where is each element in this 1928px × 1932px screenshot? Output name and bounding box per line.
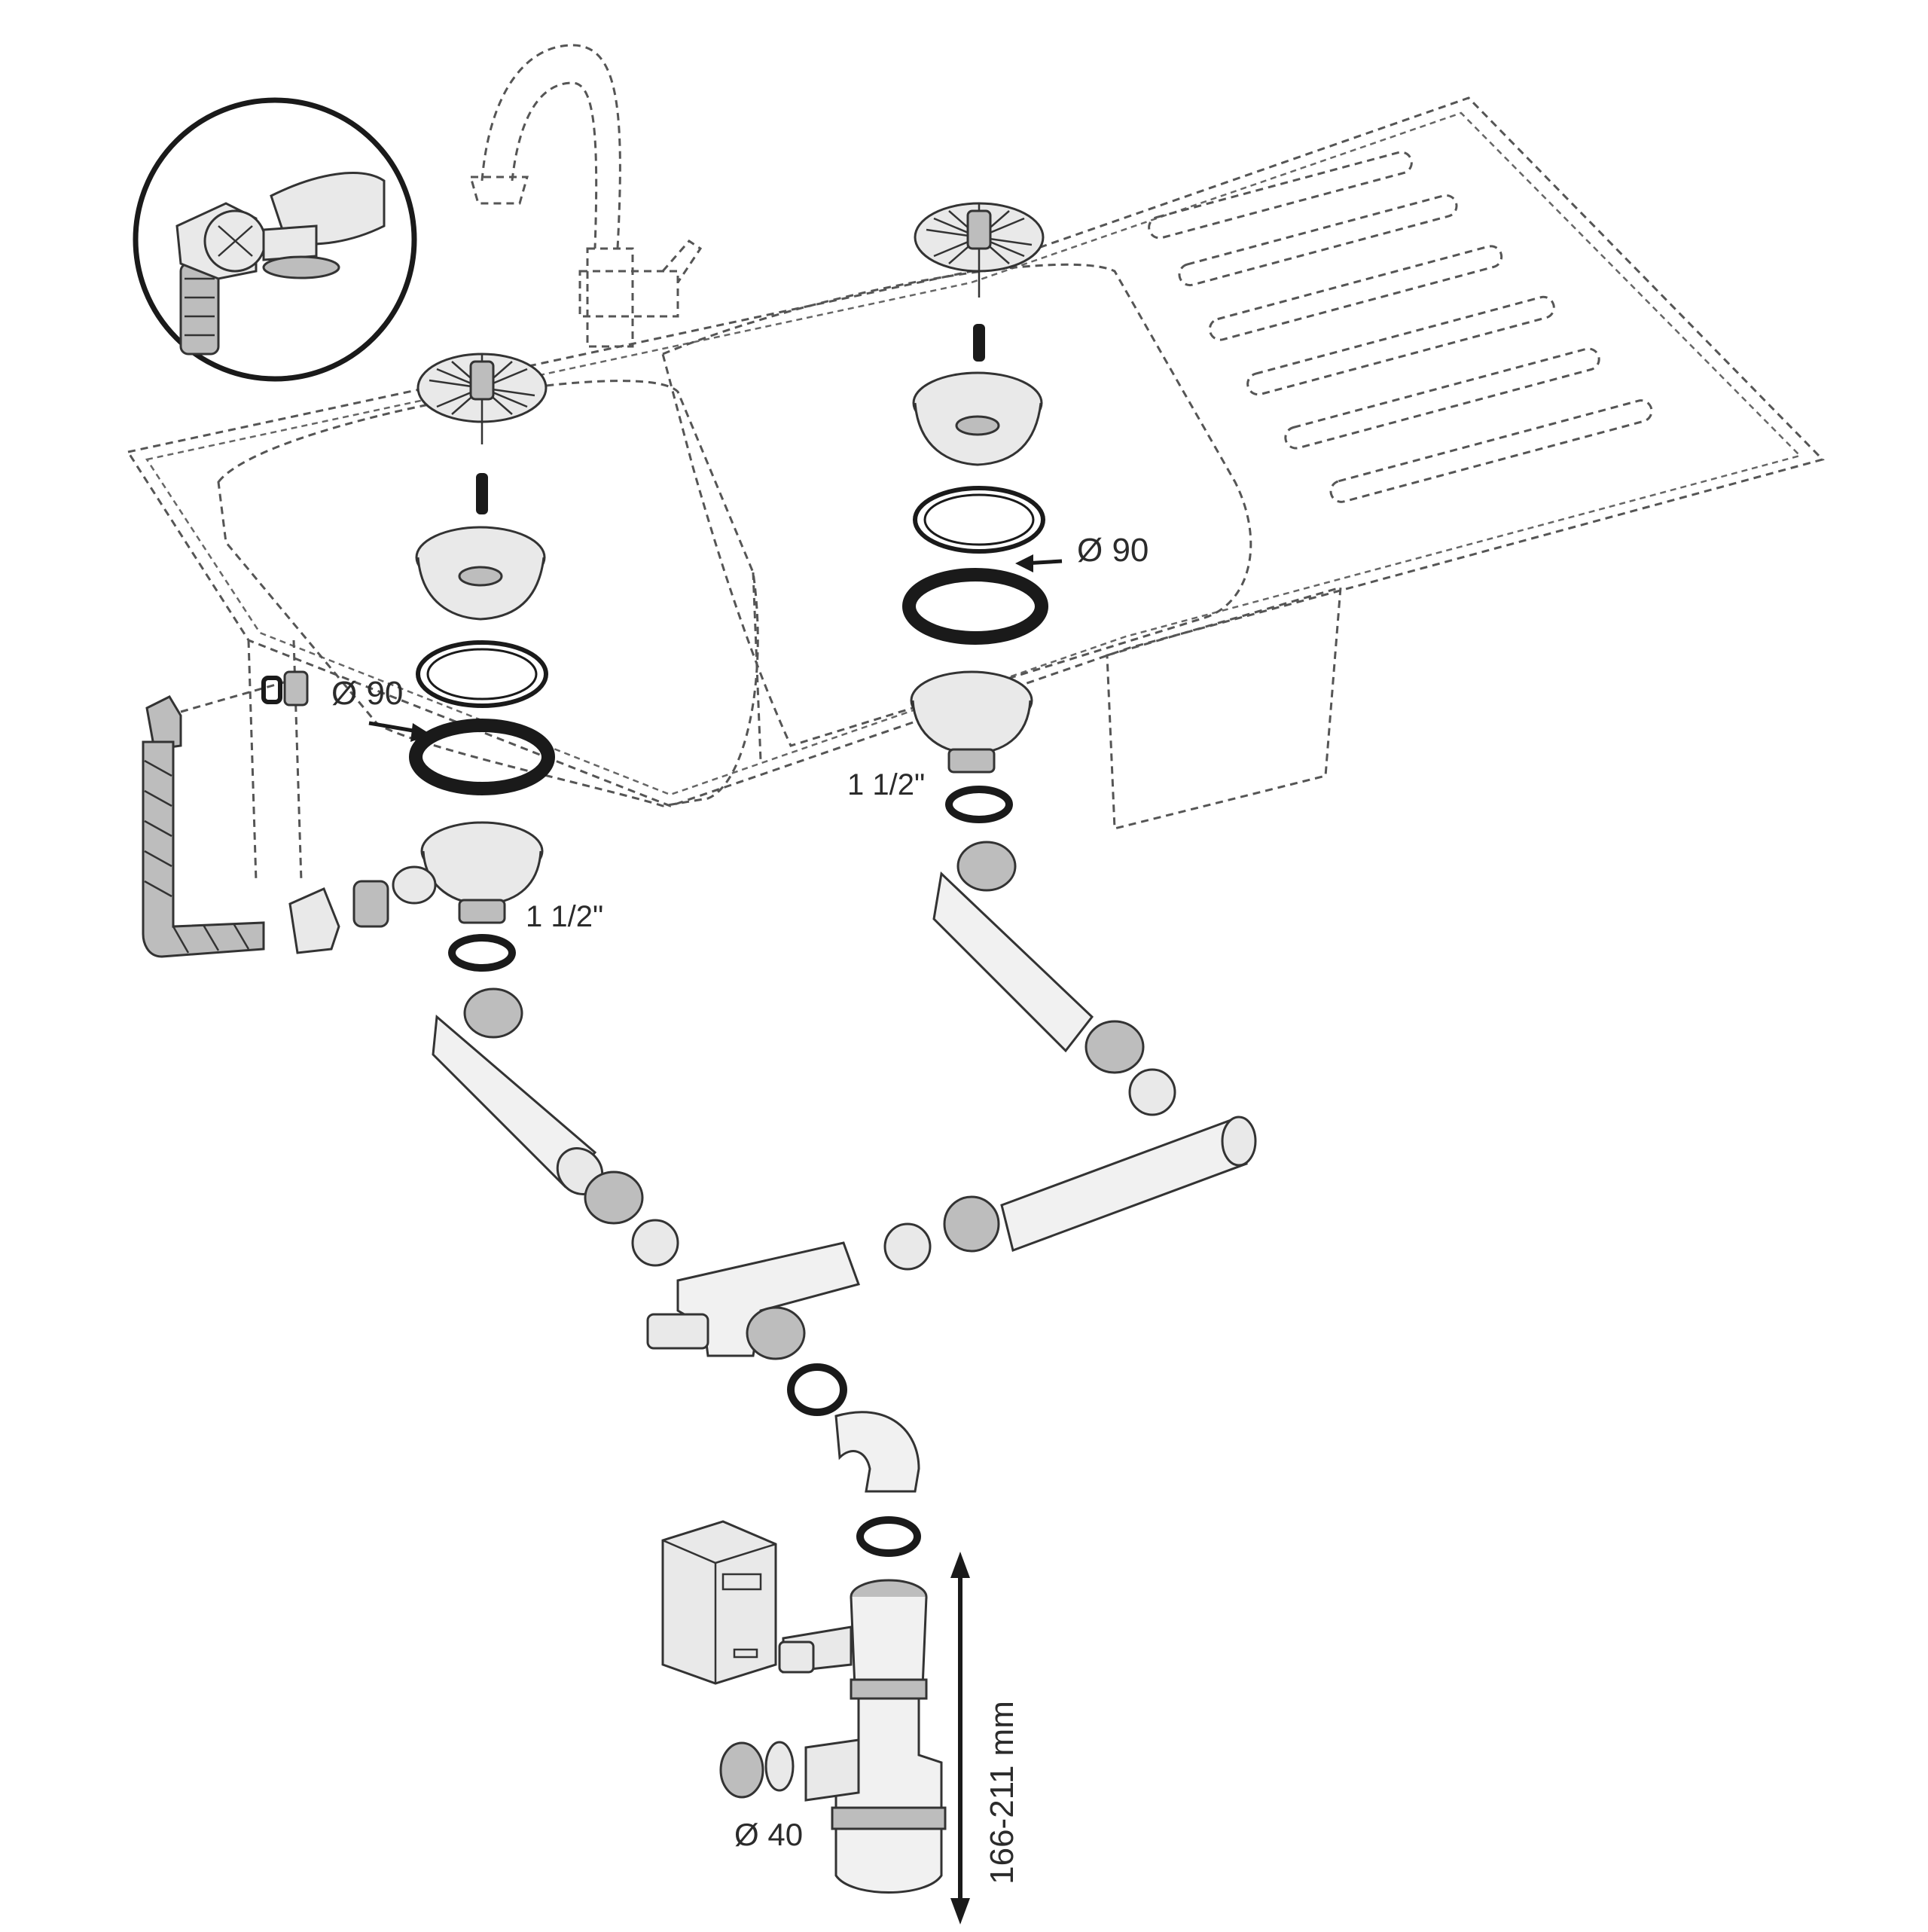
strainer-basket-icon [415,353,548,621]
faucet-icon [469,44,703,348]
dishwasher-icon [661,1520,777,1685]
sealing-ring-icon [409,640,555,795]
drainboard-outline [1148,151,1653,503]
label-thread-left: 1 1/2" [526,900,603,933]
waste-pipe-icon [432,841,1257,1557]
label-height-range: 166-211 mm [984,1701,1020,1885]
bottle-trap-icon [719,1579,947,1894]
overflow-hose-icon [142,670,437,958]
strainer-basket-icon [910,670,1033,823]
sealing-ring-icon [902,486,1048,645]
label-dia90-left: Ø 90 [331,675,403,712]
dia90-left-arrow [368,721,431,742]
strainer-basket-icon [420,821,544,972]
label-dia90-right: Ø 90 [1077,532,1149,569]
dia90-right-arrow [1015,554,1063,572]
strainer-basket-icon [912,202,1045,466]
label-thread-right: 1 1/2" [847,768,925,801]
hand-detail-icon [133,97,417,382]
label-dia40: Ø 40 [734,1817,803,1852]
dimension-arrow-icon [950,1552,970,1924]
